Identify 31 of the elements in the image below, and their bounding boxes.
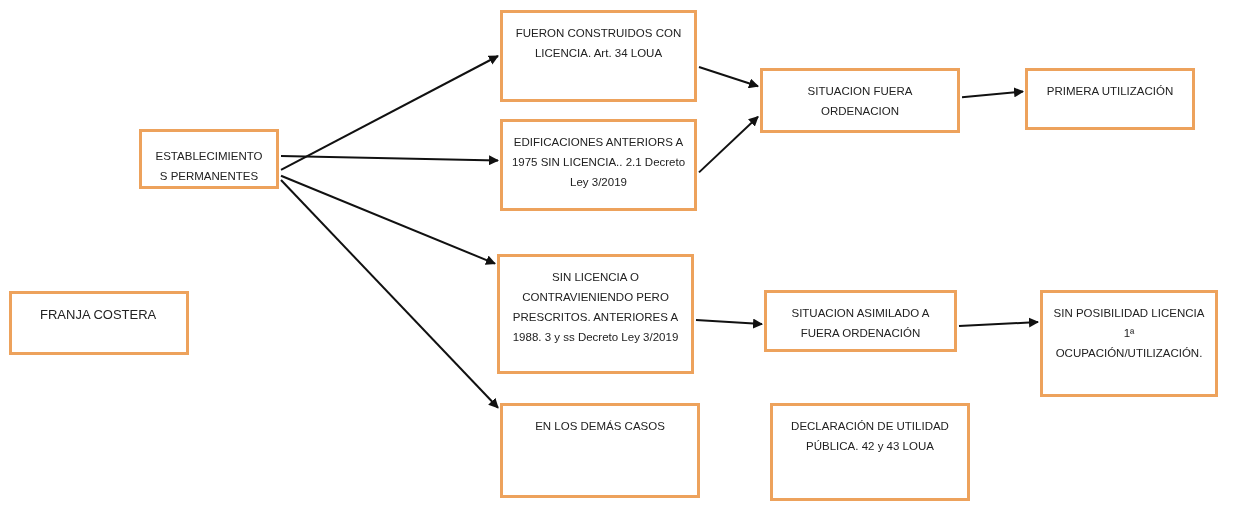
process-box [1025, 68, 1195, 130]
process-box [770, 403, 970, 501]
arrow [698, 66, 759, 89]
process-box [764, 290, 957, 352]
process-box [760, 68, 960, 133]
box-text: SIN LICENCIA O CONTRAVIENIENDO PERO PRESCRITOS. ANTERIORES A 1988. 3 y ss Decreto Ley 3/2019 [511, 270, 680, 346]
box-text: PRIMERA UTILIZACIÓN [1046, 84, 1174, 99]
process-box [500, 119, 697, 211]
process-box [500, 403, 700, 498]
box-text: FUERON CONSTRUIDOS CON LICENCIA. Art. 34 LOUA [514, 26, 683, 62]
arrow [958, 317, 1039, 328]
process-box [139, 129, 279, 189]
box-text: FRANJA COSTERA [40, 306, 157, 324]
box-text: SITUACION FUERA ORDENACION [806, 84, 914, 120]
arrow [698, 115, 759, 174]
arrow [961, 87, 1024, 99]
process-box [500, 10, 697, 102]
process-box [9, 291, 189, 355]
arrow [280, 179, 499, 409]
box-text: SIN POSIBILIDAD LICENCIA 1ª OCUPACIÓN/UTILIZACIÓN. [1052, 306, 1206, 362]
arrow [280, 174, 496, 265]
arrow [280, 55, 499, 171]
box-text: EN LOS DEMÁS CASOS [535, 419, 665, 434]
process-box [1040, 290, 1218, 397]
box-text: SITUACION ASIMILADO A FUERA ORDENACIÓN [790, 306, 931, 342]
box-text: DECLARACIÓN DE UTILIDAD PÚBLICA. 42 y 43 LOUA [790, 419, 950, 455]
box-text: EDIFICACIONES ANTERIORS A 1975 SIN LICENCIA.. 2.1 Decreto Ley 3/2019 [511, 135, 686, 191]
box-text: ESTABLECIMIENTO S PERMANENTES [154, 149, 264, 185]
arrow [280, 155, 499, 166]
process-box [497, 254, 694, 374]
arrow [695, 318, 763, 329]
